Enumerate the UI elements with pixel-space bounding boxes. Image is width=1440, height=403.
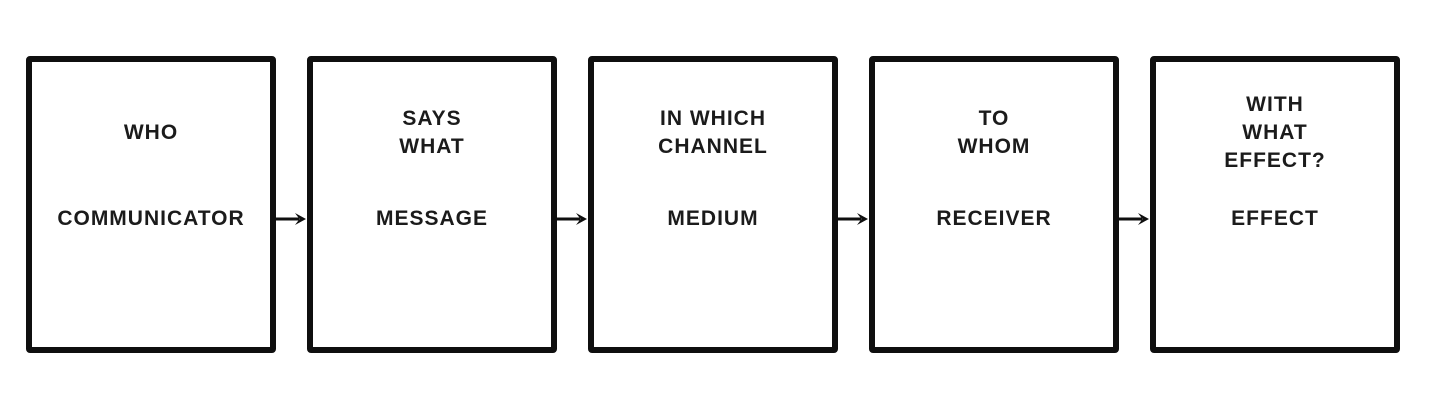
flow-box-communicator: WHO COMMUNICATOR (26, 56, 276, 353)
flow-box-medium: IN WHICH CHANNEL MEDIUM (588, 56, 838, 353)
box-bottom-label: MEDIUM (667, 206, 759, 230)
box-top-label: WHO (123, 121, 179, 145)
flow-row: WHO COMMUNICATOR SAYS WHAT MESSAGE IN WH… (26, 56, 1400, 353)
connector (557, 56, 588, 353)
box-bottom-label: MESSAGE (375, 206, 489, 230)
connector (838, 56, 869, 353)
box-top-label: SAYS WHAT (399, 107, 465, 159)
connector (1119, 56, 1150, 353)
box-top-label: TO WHOM (957, 107, 1031, 159)
connector (276, 56, 307, 353)
right-arrow-icon (557, 213, 587, 226)
box-top-label: WITH WHAT EFFECT? (1224, 93, 1326, 173)
box-bottom-label: EFFECT (1231, 206, 1319, 230)
right-arrow-icon (1119, 213, 1149, 226)
flow-box-message: SAYS WHAT MESSAGE (307, 56, 557, 353)
box-top-label: IN WHICH CHANNEL (658, 107, 768, 159)
right-arrow-icon (276, 213, 306, 226)
flow-box-effect: WITH WHAT EFFECT? EFFECT (1150, 56, 1400, 353)
box-bottom-label: RECEIVER (936, 206, 1052, 230)
right-arrow-icon (838, 213, 868, 226)
flow-box-receiver: TO WHOM RECEIVER (869, 56, 1119, 353)
box-bottom-label: COMMUNICATOR (57, 206, 245, 230)
